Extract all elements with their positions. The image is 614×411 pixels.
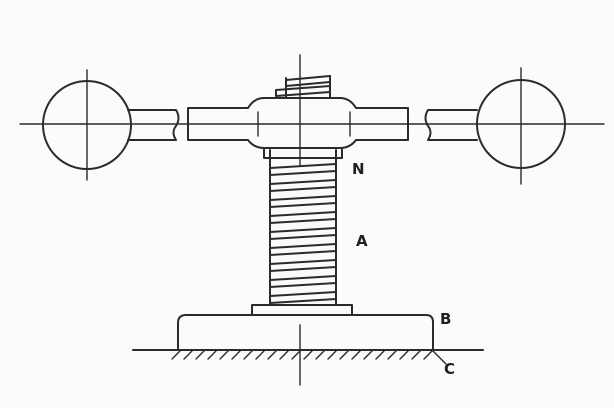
base-collar	[251, 304, 353, 316]
thread-band	[269, 195, 337, 208]
ground	[132, 349, 484, 365]
label-c: C	[444, 360, 455, 378]
centerlines	[19, 54, 605, 386]
thread-band	[269, 211, 337, 224]
right-arm	[424, 109, 478, 141]
screw-head	[187, 75, 409, 159]
thread-band	[269, 291, 337, 304]
left-arm	[127, 109, 180, 141]
thread-band	[269, 259, 337, 272]
upper-threads	[275, 75, 331, 101]
label-a: A	[356, 232, 368, 250]
left-handle	[42, 69, 180, 181]
label-b: B	[440, 310, 451, 328]
base-plate-outline	[177, 314, 434, 351]
leader-c	[431, 349, 447, 365]
thread-band	[269, 163, 337, 176]
ground-hatching	[171, 350, 433, 360]
thread-band	[269, 275, 337, 288]
thread-band	[269, 227, 337, 240]
base-plate	[177, 304, 434, 351]
thread-band	[269, 243, 337, 256]
thread-band	[269, 179, 337, 192]
head-collar	[263, 147, 343, 159]
right-handle	[424, 67, 566, 185]
screw-column	[269, 149, 337, 306]
label-n: N	[352, 160, 365, 178]
screw-threads	[269, 163, 337, 304]
cross-bar	[187, 97, 409, 149]
